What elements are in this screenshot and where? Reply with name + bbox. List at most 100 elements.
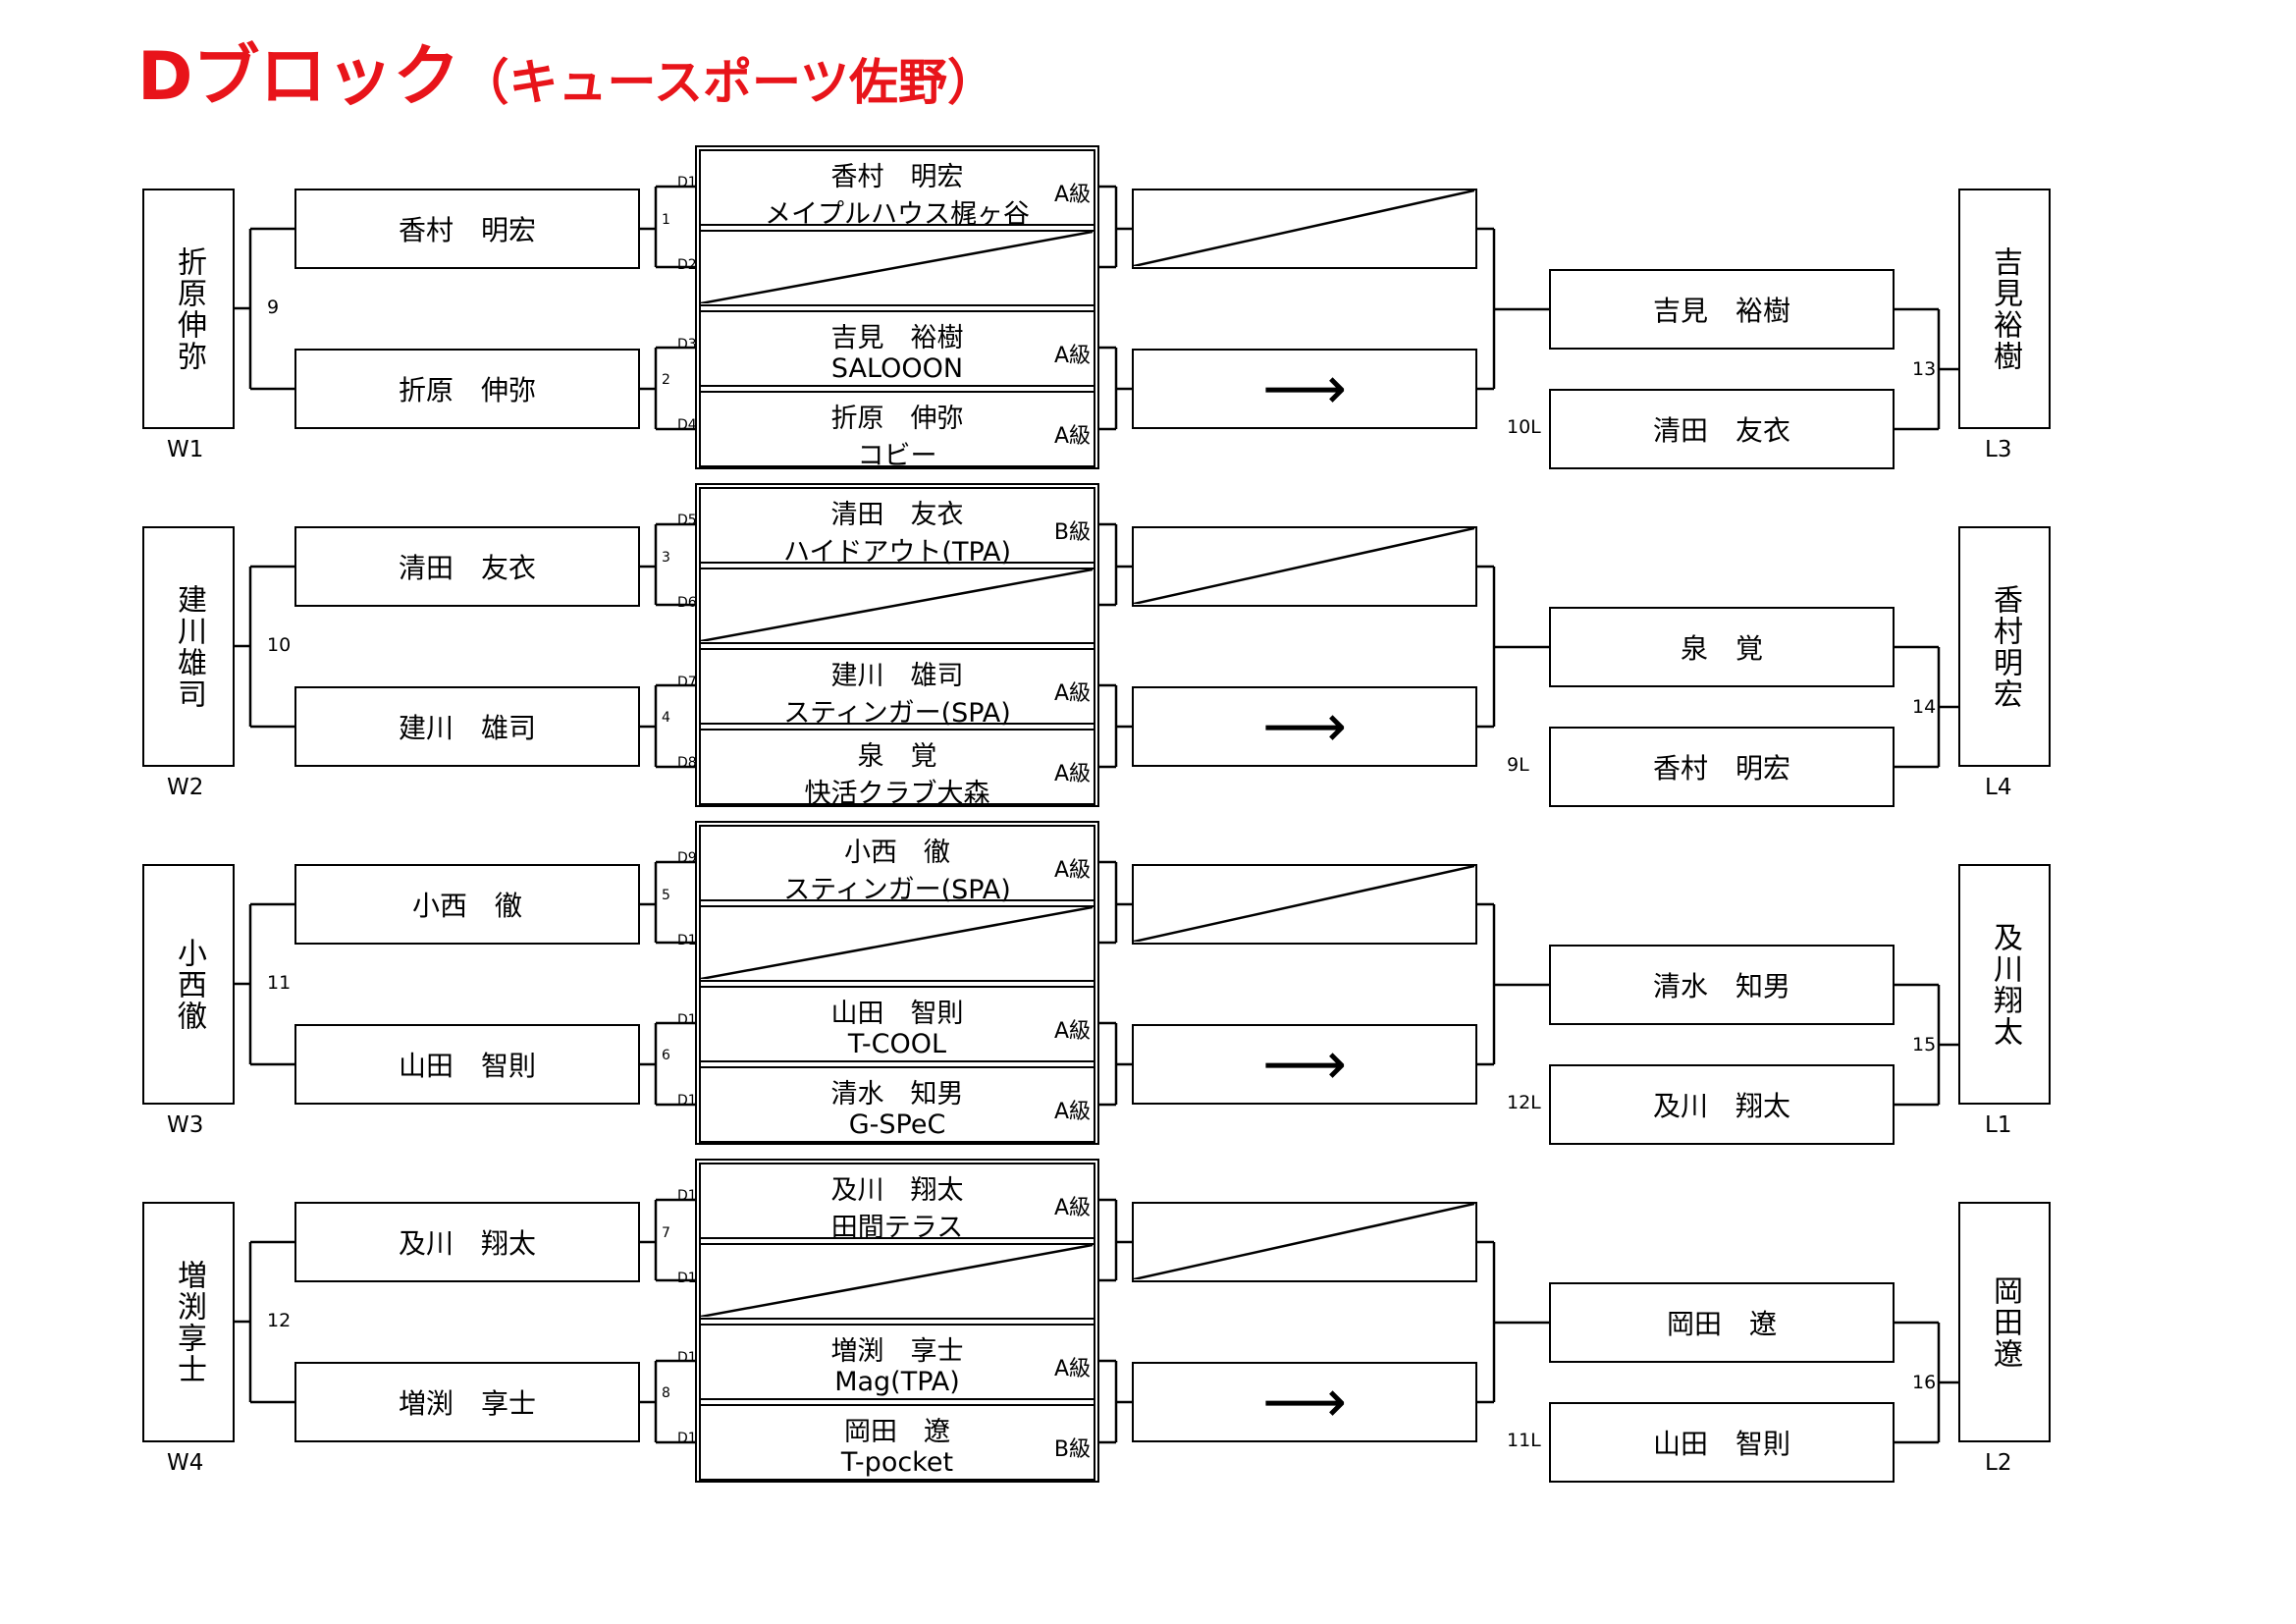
left-winner-label: W1 [167, 437, 204, 462]
round1-name-box: 香村 明宏 [294, 189, 640, 269]
next-round-bye-box [1132, 189, 1477, 269]
bye-slash-line [1134, 866, 1474, 942]
right-name-box: 山田 智則 [1549, 1402, 1895, 1483]
round1-name-box: 小西 徹 [294, 864, 640, 945]
seed-code: D3 [677, 337, 697, 352]
entry-cell: 建川 雄司スティンガー(SPA)A級 [699, 648, 1095, 729]
left-match-number: 9 [267, 297, 280, 318]
bye-slash-line [1134, 1204, 1474, 1279]
round1-name-box: 清田 友衣 [294, 526, 640, 607]
left-winner-label: W3 [167, 1112, 204, 1138]
next-round-bye-box [1132, 526, 1477, 607]
next-round-box: ⟶ [1132, 1024, 1477, 1105]
entry-player-name: 清田 友衣 [830, 500, 964, 530]
bye-slash-line [1134, 190, 1474, 266]
right-name-box: 岡田 遼 [1549, 1282, 1895, 1363]
left-winner-label: W4 [167, 1450, 204, 1476]
right-match-number: 16 [1912, 1372, 1937, 1393]
left-winner-box: 折原伸弥 [142, 189, 235, 429]
entry-grade: B級 [1053, 520, 1091, 545]
seed-code: D1 [677, 175, 697, 190]
seed-code: D2 [677, 257, 697, 273]
entry-club-name: T-COOL [847, 1029, 947, 1059]
entry-cell [699, 905, 1095, 982]
round1-name-box: 折原 伸弥 [294, 349, 640, 429]
left-winner-name: 増渕享士 [172, 1259, 206, 1385]
entry-cell: 小西 徹スティンガー(SPA)A級 [699, 825, 1095, 905]
right-result-name: 及川翔太 [1988, 921, 2022, 1048]
loser-label: 11L [1507, 1430, 1541, 1451]
right-arrow-icon: ⟶ [1261, 1030, 1347, 1099]
seed-code: D4 [677, 417, 697, 433]
left-match-number: 11 [267, 972, 292, 994]
left-winner-box: 増渕享士 [142, 1202, 235, 1442]
entry-player-name: 増渕 享士 [830, 1336, 964, 1367]
entry-club-name: T-pocket [840, 1447, 954, 1478]
right-result-name: 吉見裕樹 [1988, 245, 2022, 372]
entry-club-name: G-SPeC [848, 1110, 946, 1140]
bye-slash-icon [1134, 1204, 1474, 1279]
match-number: 7 [662, 1225, 670, 1241]
block-title-main: Dブロック [137, 38, 460, 116]
match-number: 3 [662, 550, 670, 566]
next-round-box: ⟶ [1132, 349, 1477, 429]
bye-slash-line [701, 907, 1093, 979]
entry-club-name: コビー [857, 441, 937, 471]
entry-player-name: 清水 知男 [830, 1079, 964, 1110]
round1-name-box: 建川 雄司 [294, 686, 640, 767]
right-result-label: L4 [1985, 775, 2012, 800]
entry-club-name: SALOOON [830, 353, 964, 384]
entry-grade: A級 [1053, 1019, 1091, 1044]
match-number: 2 [662, 372, 670, 388]
seed-code: D1 [677, 1093, 697, 1109]
next-round-bye-box [1132, 864, 1477, 945]
right-result-box: 香村明宏 [1958, 526, 2051, 767]
bye-slash-line [701, 232, 1093, 303]
right-result-label: L2 [1985, 1450, 2012, 1476]
right-result-box: 及川翔太 [1958, 864, 2051, 1105]
entry-player-name: 香村 明宏 [830, 162, 964, 192]
entry-grade: A級 [1053, 183, 1091, 207]
right-arrow-icon: ⟶ [1261, 692, 1347, 761]
left-winner-name: 折原伸弥 [172, 245, 206, 372]
entry-cell [699, 230, 1095, 306]
seed-code: D1 [677, 933, 697, 948]
match-number: 6 [662, 1048, 670, 1063]
block-title-sub: （キュースポーツ佐野） [459, 54, 996, 111]
round1-name-box: 及川 翔太 [294, 1202, 640, 1282]
right-result-box: 吉見裕樹 [1958, 189, 2051, 429]
bye-slash-icon [1134, 190, 1474, 266]
entry-player-name: 小西 徹 [844, 838, 950, 868]
match-number: 4 [662, 710, 670, 726]
right-match-number: 13 [1912, 358, 1937, 380]
entry-grade: A級 [1053, 1100, 1091, 1124]
seed-code: D7 [677, 675, 697, 690]
entry-player-name: 吉見 裕樹 [830, 323, 964, 353]
right-name-box: 香村 明宏 [1549, 727, 1895, 807]
entry-player-name: 泉 覚 [857, 741, 937, 772]
seed-code: D1 [677, 1431, 697, 1446]
loser-label: 9L [1507, 754, 1529, 776]
bye-slash-icon [701, 232, 1093, 303]
left-winner-label: W2 [167, 775, 204, 800]
entry-club-name: Mag(TPA) [834, 1367, 960, 1397]
entry-cell [699, 1243, 1095, 1320]
next-round-bye-box [1132, 1202, 1477, 1282]
entry-club-name: スティンガー(SPA) [783, 698, 1011, 729]
right-name-box: 吉見 裕樹 [1549, 269, 1895, 350]
match-number: 1 [662, 212, 670, 228]
loser-label: 12L [1507, 1092, 1541, 1113]
entry-player-name: 山田 智則 [830, 999, 964, 1029]
seed-code: D9 [677, 850, 697, 866]
entry-grade: A級 [1053, 344, 1091, 368]
next-round-box: ⟶ [1132, 686, 1477, 767]
seed-code: D8 [677, 755, 697, 771]
